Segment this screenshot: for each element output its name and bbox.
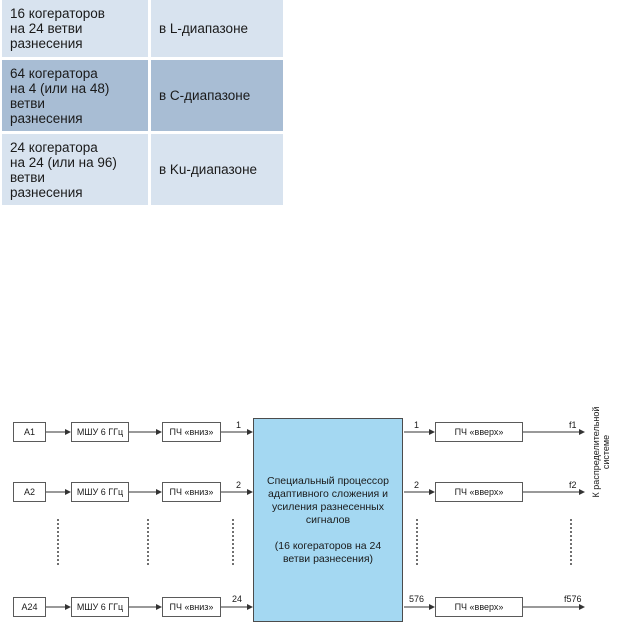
processor-title: Специальный процессор адаптивного сложен… xyxy=(267,474,389,526)
downconverter-label: ПЧ «вниз» xyxy=(169,427,214,437)
upconverter-label: ПЧ «вверх» xyxy=(454,427,504,437)
antenna-a1-box: A1 xyxy=(13,422,46,442)
antenna-label: A24 xyxy=(21,602,38,612)
cell-text: 64 когератора на 4 (или на 48) ветви раз… xyxy=(10,65,110,126)
lna-box: МШУ 6 ГГц xyxy=(71,422,129,442)
lna-box: МШУ 6 ГГц xyxy=(71,482,129,502)
antenna-a2-box: A2 xyxy=(13,482,46,502)
lna-label: МШУ 6 ГГц xyxy=(76,427,124,437)
coherator-count-cell: 24 когератора на 24 (или на 96) ветви ра… xyxy=(2,132,151,208)
lna-label: МШУ 6 ГГц xyxy=(76,487,124,497)
antenna-label: A1 xyxy=(23,427,35,437)
band-cell: в C-диапазоне xyxy=(149,58,286,134)
table-row: 16 когераторов на 24 ветви разнесения в … xyxy=(2,0,286,60)
downconverter-box: ПЧ «вниз» xyxy=(162,597,221,617)
coherator-count-cell: 64 когератора на 4 (или на 48) ветви раз… xyxy=(2,58,151,134)
cell-text: 24 когератора на 24 (или на 96) ветви ра… xyxy=(10,139,117,200)
input-branch-number: 24 xyxy=(232,594,243,604)
output-frequency-label: f2 xyxy=(569,480,577,490)
downconverter-box: ПЧ «вниз» xyxy=(162,422,221,442)
table-row: 24 когератора на 24 (или на 96) ветви ра… xyxy=(2,132,286,208)
lna-label: МШУ 6 ГГц xyxy=(76,602,124,612)
cell-text: в L-диапазоне xyxy=(159,21,249,36)
downconverter-label: ПЧ «вниз» xyxy=(169,487,214,497)
output-branch-number: 576 xyxy=(409,594,425,604)
lna-box: МШУ 6 ГГц xyxy=(71,597,129,617)
output-branch-number: 1 xyxy=(414,420,420,430)
upconverter-box: ПЧ «вверх» xyxy=(435,597,523,617)
downconverter-label: ПЧ «вниз» xyxy=(169,602,214,612)
output-branch-number: 2 xyxy=(414,480,420,490)
table-row: 64 когератора на 4 (или на 48) ветви раз… xyxy=(2,58,286,134)
upconverter-box: ПЧ «вверх» xyxy=(435,422,523,442)
upconverter-box: ПЧ «вверх» xyxy=(435,482,523,502)
downconverter-box: ПЧ «вниз» xyxy=(162,482,221,502)
cell-text: 16 когераторов на 24 ветви разнесения xyxy=(10,6,105,51)
adaptive-combining-processor: Специальный процессор адаптивного сложен… xyxy=(253,418,403,622)
upconverter-label: ПЧ «вверх» xyxy=(454,602,504,612)
block-diagram: A1 МШУ 6 ГГц ПЧ «вниз» ПЧ «вверх» A2 МШУ… xyxy=(0,395,640,629)
cell-text: в Ku-диапазоне xyxy=(159,162,258,177)
band-cell: в Ku-диапазоне xyxy=(149,132,286,208)
processor-subtitle: (16 когераторов на 24 ветви разнесения) xyxy=(274,539,382,565)
coherator-table: 16 когераторов на 24 ветви разнесения в … xyxy=(2,0,286,208)
band-cell: в L-диапазоне xyxy=(149,0,286,60)
antenna-a24-box: A24 xyxy=(13,597,46,617)
input-branch-number: 1 xyxy=(236,420,242,430)
input-branch-number: 2 xyxy=(236,480,242,490)
cell-text: в C-диапазоне xyxy=(159,88,251,103)
antenna-label: A2 xyxy=(23,487,35,497)
upconverter-label: ПЧ «вверх» xyxy=(454,487,504,497)
diagram-wires xyxy=(46,429,585,610)
output-frequency-label: f1 xyxy=(569,420,577,430)
coherator-count-cell: 16 когераторов на 24 ветви разнесения xyxy=(2,0,151,60)
output-frequency-label: f576 xyxy=(564,594,582,604)
distribution-system-label: К распределительной системе xyxy=(591,406,611,498)
